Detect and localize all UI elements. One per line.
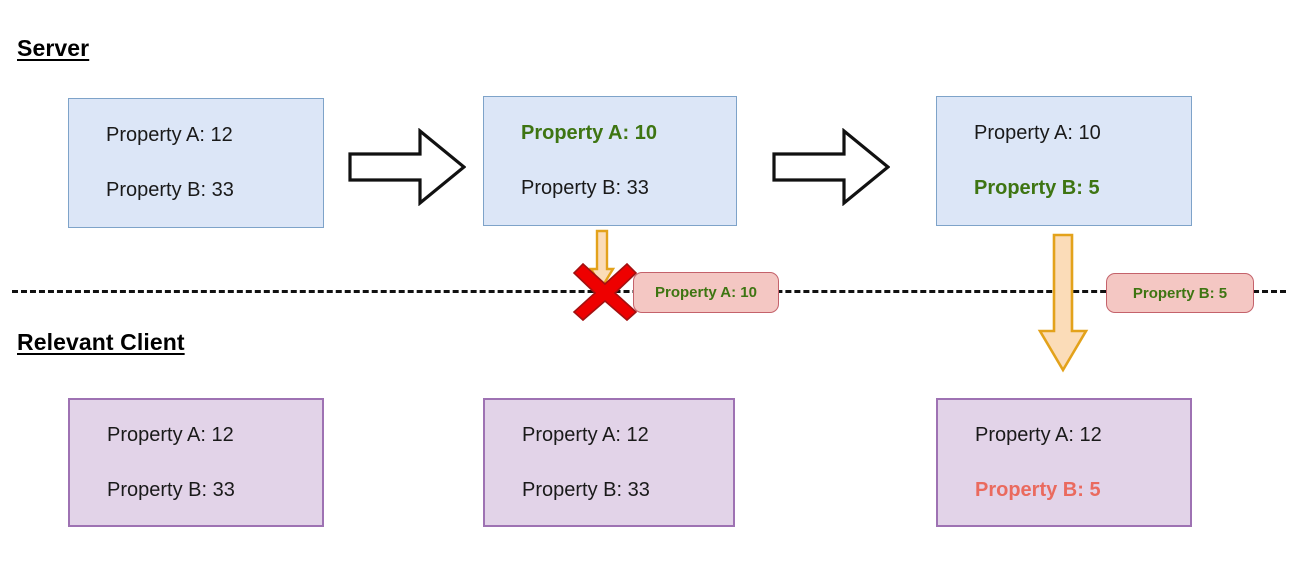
server-section-title: Server (17, 35, 90, 61)
push-arrow-delivered-icon (1037, 233, 1089, 373)
transition-arrow-right-2 (772, 127, 891, 207)
client-box-2-property-a: Property A: 12 (522, 423, 649, 446)
client-state-box-3: Property A: 12 Property B: 5 (936, 398, 1192, 527)
server-state-box-1: Property A: 12 Property B: 33 (68, 98, 324, 228)
client-box-1-property-a: Property A: 12 (107, 423, 234, 446)
message-badge-property-a[interactable]: Property A: 10 (633, 272, 779, 313)
server-box-2-property-b: Property B: 33 (521, 177, 649, 199)
server-box-3-property-a: Property A: 10 (974, 122, 1101, 144)
client-box-1-property-b: Property B: 33 (107, 478, 235, 501)
client-box-2-property-b: Property B: 33 (522, 478, 650, 501)
client-state-box-2: Property A: 12 Property B: 33 (483, 398, 735, 527)
blocked-x-icon (572, 262, 638, 322)
client-box-3-property-a: Property A: 12 (975, 423, 1102, 446)
message-badge-property-b[interactable]: Property B: 5 (1106, 273, 1254, 313)
client-state-box-1: Property A: 12 Property B: 33 (68, 398, 324, 527)
server-box-2-property-a: Property A: 10 (521, 122, 657, 144)
server-box-1-property-b: Property B: 33 (106, 179, 234, 201)
client-section-title: Relevant Client (17, 329, 185, 355)
client-box-3-property-b: Property B: 5 (975, 478, 1101, 501)
server-box-1-property-a: Property A: 12 (106, 124, 233, 146)
transition-arrow-right-1 (348, 127, 467, 207)
server-box-3-property-b: Property B: 5 (974, 177, 1100, 199)
push-arrow-blocked-icon (586, 229, 618, 291)
server-state-box-2: Property A: 10 Property B: 33 (483, 96, 737, 226)
server-state-box-3: Property A: 10 Property B: 5 (936, 96, 1192, 226)
